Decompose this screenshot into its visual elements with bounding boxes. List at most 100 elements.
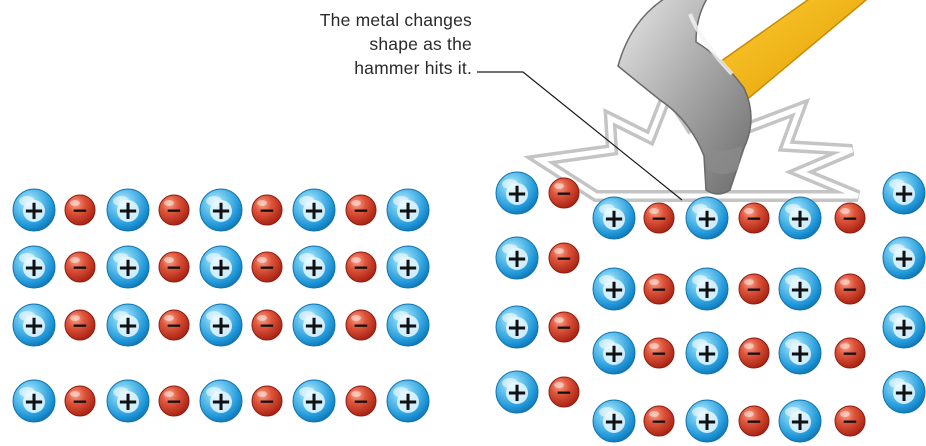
negative-ion-sign: − [72,198,89,222]
positive-ion: + [387,189,429,231]
positive-ion: + [13,380,55,422]
positive-ion-sign: + [397,253,419,283]
negative-ion: − [346,310,376,340]
positive-ion-sign: + [210,387,232,417]
ion-row: +−+−+−+−+ [13,304,429,346]
positive-ion-sign: + [117,253,139,283]
positive-ion: + [293,304,335,346]
negative-ion: − [252,310,282,340]
positive-ion: + [387,380,429,422]
positive-ion-sign: + [506,313,528,343]
negative-ion-sign: − [166,198,183,222]
positive-ion: + [883,172,925,214]
positive-ion: + [387,304,429,346]
positive-ion: + [200,189,242,231]
negative-ion-sign: − [746,277,763,301]
negative-ion: − [252,195,282,225]
negative-ion: − [549,312,579,342]
positive-ion: + [496,172,538,214]
positive-ion-sign: + [397,196,419,226]
negative-ion-sign: − [556,380,573,404]
negative-ion-sign: − [166,255,183,279]
lattice-after: +−+−+−+−++−+−+−+−++−+−+−+−++−+−+−+−+ [496,172,925,442]
positive-ion-sign: + [893,313,915,343]
negative-ion: − [644,203,674,233]
positive-ion-sign: + [893,244,915,274]
negative-ion-sign: − [166,389,183,413]
negative-ion: − [159,386,189,416]
positive-ion: + [200,380,242,422]
ion-row: +−+−+−+−+ [13,246,429,288]
positive-ion: + [293,189,335,231]
negative-ion-sign: − [259,198,276,222]
positive-ion-sign: + [789,204,811,234]
ion-row: +−+−+−+−+ [13,189,429,231]
positive-ion: + [13,304,55,346]
negative-ion-sign: − [259,255,276,279]
negative-ion: − [159,195,189,225]
positive-ion: + [779,268,821,310]
positive-ion-sign: + [117,311,139,341]
positive-ion-sign: + [303,311,325,341]
positive-ion: + [593,400,635,442]
positive-ion-sign: + [603,204,625,234]
negative-ion-sign: − [353,255,370,279]
positive-ion: + [883,237,925,279]
positive-ion: + [593,197,635,239]
negative-ion: − [549,377,579,407]
negative-ion: − [159,310,189,340]
caption-line: shape as the [272,32,472,56]
negative-ion: − [252,386,282,416]
negative-ion: − [65,386,95,416]
positive-ion: + [107,380,149,422]
positive-ion-sign: + [210,253,232,283]
negative-ion: − [644,406,674,436]
negative-ion-sign: − [556,315,573,339]
positive-ion: + [107,246,149,288]
negative-ion: − [346,386,376,416]
negative-ion-sign: − [259,313,276,337]
positive-ion-sign: + [603,275,625,305]
positive-ion: + [200,246,242,288]
positive-ion: + [13,189,55,231]
positive-ion-sign: + [603,407,625,437]
positive-ion: + [779,332,821,374]
negative-ion: − [644,274,674,304]
negative-ion-sign: − [72,255,89,279]
positive-ion-sign: + [117,196,139,226]
negative-ion-sign: − [842,277,859,301]
negative-ion: − [739,274,769,304]
positive-ion-sign: + [603,339,625,369]
positive-ion-sign: + [789,339,811,369]
ion-row: +−+−+−+−+ [496,237,925,310]
positive-ion: + [496,237,538,279]
negative-ion: − [346,195,376,225]
positive-ion-sign: + [23,253,45,283]
negative-ion: − [346,252,376,282]
caption-line: hammer hits it. [272,56,472,80]
positive-ion: + [496,306,538,348]
negative-ion-sign: − [651,206,668,230]
ion-row: +−+−+−+−+ [496,306,925,374]
positive-ion: + [387,246,429,288]
positive-ion-sign: + [303,196,325,226]
positive-ion-sign: + [789,275,811,305]
negative-ion: − [549,178,579,208]
positive-ion: + [293,380,335,422]
positive-ion-sign: + [893,179,915,209]
positive-ion-sign: + [397,311,419,341]
positive-ion-sign: + [506,179,528,209]
negative-ion-sign: − [556,246,573,270]
positive-ion-sign: + [506,244,528,274]
negative-ion-sign: − [842,206,859,230]
caption: The metal changes shape as the hammer hi… [272,8,472,80]
negative-ion: − [549,243,579,273]
positive-ion-sign: + [23,387,45,417]
negative-ion-sign: − [842,409,859,433]
positive-ion: + [779,197,821,239]
positive-ion: + [593,268,635,310]
positive-ion-sign: + [893,378,915,408]
positive-ion-sign: + [696,339,718,369]
caption-line: The metal changes [272,8,472,32]
negative-ion: − [65,195,95,225]
